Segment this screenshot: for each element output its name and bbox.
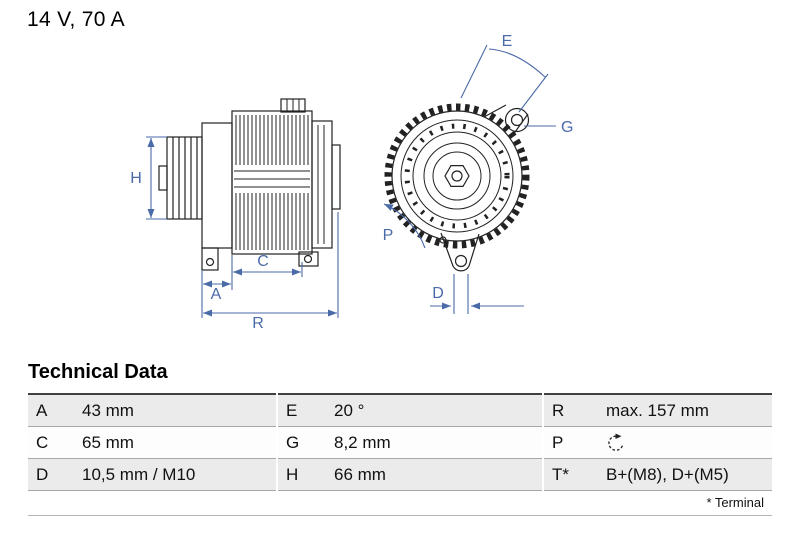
- spec-value: [598, 426, 772, 459]
- rear-lug-hole: [303, 254, 313, 264]
- outer-rim: [391, 110, 523, 242]
- spec-key: E: [276, 394, 326, 427]
- stator-band: [234, 170, 310, 188]
- spec-value: 8,2 mm: [326, 426, 543, 459]
- spec-value: B+(M8), D+(M5): [598, 458, 772, 491]
- spec-key: T*: [542, 458, 598, 491]
- bottom-lug-bracket: [440, 232, 480, 272]
- spec-value: max. 157 mm: [598, 394, 772, 427]
- table-row: A 43 mm E 20 ° R max. 157 mm: [28, 394, 772, 427]
- terminal-footnote: * Terminal: [28, 491, 772, 516]
- rotation-clockwise-icon: [608, 433, 624, 451]
- dim-d-extensions: [453, 274, 469, 314]
- shaft-center: [451, 170, 463, 182]
- top-lug-bracket: [483, 104, 529, 140]
- shaft-nut-hex: [444, 165, 470, 187]
- front-housing: [201, 122, 233, 249]
- dim-p-rotation-arc: [383, 203, 426, 249]
- front-lug-hole: [205, 257, 215, 267]
- spec-key: R: [542, 394, 598, 427]
- dim-label-a: A: [211, 286, 222, 303]
- dim-c-extensions: [231, 255, 303, 277]
- top-lug-hole: [510, 113, 524, 127]
- spec-value: 66 mm: [326, 458, 543, 491]
- front-view-drawing: [384, 103, 530, 272]
- dim-r-extensions: [201, 212, 339, 318]
- vent-slots-ring: [404, 123, 510, 229]
- inner-ring-2: [423, 142, 491, 210]
- dim-label-c: C: [257, 253, 269, 270]
- housing-ring: [400, 119, 514, 233]
- dimension-annotations: [146, 44, 556, 318]
- dim-a-extensions: [201, 270, 233, 290]
- dim-label-e: E: [502, 33, 513, 50]
- rear-cap: [331, 144, 341, 210]
- voltage-current-rating: 14 V, 70 A: [27, 8, 125, 31]
- dim-h-extensions: [146, 136, 167, 220]
- dim-label-d: D: [432, 285, 444, 302]
- dim-label-r: R: [252, 315, 264, 332]
- front-mounting-lug: [201, 247, 219, 271]
- technical-data-title: Technical Data: [28, 361, 168, 383]
- dim-label-g: G: [561, 119, 573, 136]
- terminal-lines: [286, 99, 300, 112]
- top-lug-boss: [504, 107, 530, 133]
- side-view-drawing: [158, 98, 341, 271]
- spec-value: 20 °: [326, 394, 543, 427]
- dimension-labels: H A C R E G P D: [130, 33, 573, 332]
- dim-e-arc: [488, 48, 546, 78]
- bottom-small-hole: [439, 236, 447, 244]
- rear-mounting-lug: [298, 251, 319, 267]
- bottom-lug-hole: [454, 254, 468, 268]
- spec-value: 10,5 mm / M10: [74, 458, 277, 491]
- rear-housing: [311, 120, 333, 249]
- alternator-technical-drawing: H A C R E G P D: [130, 33, 573, 332]
- technical-data-section: Technical Data A 43 mm E 20 ° R max. 157…: [28, 361, 772, 516]
- spec-key: A: [28, 394, 74, 427]
- spec-key: G: [276, 426, 326, 459]
- pulley-grooves: [172, 137, 198, 219]
- dim-e-angle-lines: [460, 44, 549, 113]
- spec-key: H: [276, 458, 326, 491]
- inner-ring-1: [412, 131, 502, 221]
- fan-teeth-ring: [384, 103, 530, 249]
- technical-data-table: A 43 mm E 20 ° R max. 157 mm C 65 mm G 8…: [28, 393, 772, 491]
- spec-value: 65 mm: [74, 426, 277, 459]
- cooling-fins-upper: [235, 115, 309, 165]
- table-row: C 65 mm G 8,2 mm P: [28, 426, 772, 459]
- pulley-hub: [158, 165, 168, 191]
- cooling-fins-lower: [235, 193, 309, 250]
- spec-value: 43 mm: [74, 394, 277, 427]
- hub-ring: [432, 151, 482, 201]
- rear-housing-lines: [317, 125, 325, 244]
- spec-key: C: [28, 426, 74, 459]
- spec-key: D: [28, 458, 74, 491]
- table-row: D 10,5 mm / M10 H 66 mm T* B+(M8), D+(M5…: [28, 458, 772, 491]
- dim-label-p: P: [383, 227, 394, 244]
- dim-label-h: H: [130, 170, 142, 187]
- spec-key: P: [542, 426, 598, 459]
